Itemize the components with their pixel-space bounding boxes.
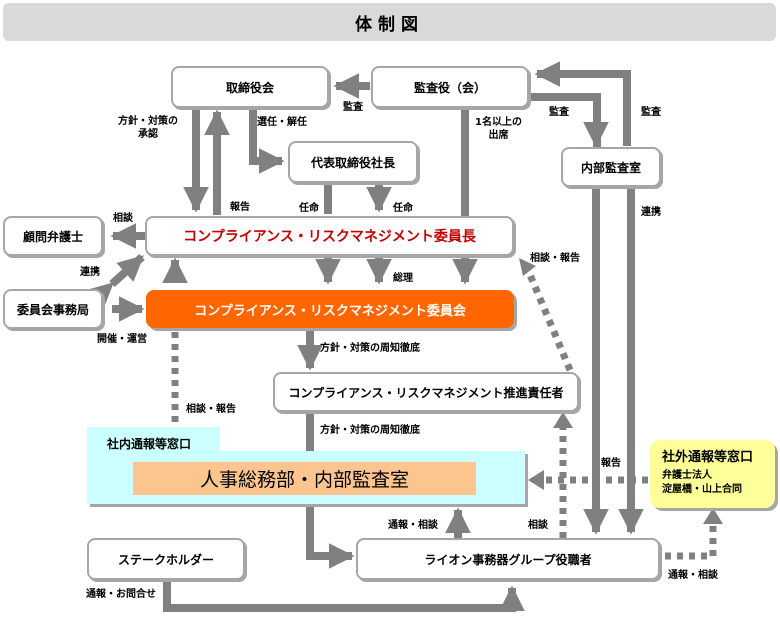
label-policy-notice-2: 方針・対策の周知徹底: [320, 425, 420, 436]
node-promoter: コンプライアンス・リスクマネジメント推進責任者: [273, 372, 579, 412]
label-whistle-consult-external: 通報・相談: [668, 570, 718, 581]
label-consult-report-chair: 相談・報告: [530, 253, 580, 264]
node-committee-chair-label: コンプライアンス・リスクマネジメント委員長: [183, 229, 476, 245]
node-lawyer-label: 顧問弁護士: [22, 229, 83, 244]
label-appoint-1: 任命: [299, 203, 319, 214]
arrow-stakeholders-to-employees: [163, 582, 525, 612]
arrow-internal-audit-to-auditors: [534, 61, 631, 146]
label-appoint-dismiss: 選任・解任: [257, 117, 307, 128]
node-employees-label: ライオン事務器グループ役職者: [424, 552, 592, 567]
arrow-auditors-to-internal-audit: [583, 121, 609, 148]
label-appoint-2: 任命: [393, 203, 413, 214]
node-internal-audit: 内部監査室: [561, 147, 661, 187]
label-consult-report-window: 相談・報告: [186, 404, 236, 415]
label-policy-notice-1: 方針・対策の周知徹底: [320, 343, 420, 354]
node-board-label: 取締役会: [225, 80, 274, 95]
internal-reporting-window: 社内通報等窓口 人事総務部・内部監査室: [87, 427, 525, 504]
diagram-title: 体制図: [3, 3, 776, 41]
node-auditors-label: 監査役（会）: [413, 80, 486, 95]
node-committee: コンプライアンス・リスクマネジメント委員会: [146, 290, 514, 328]
label-policy-approval: 方針・対策の 承認: [118, 116, 178, 140]
label-one-or-more: 1名以上の 出席: [475, 117, 522, 141]
node-stakeholders: ステークホルダー: [87, 538, 245, 580]
label-host-operate: 開催・運営: [97, 334, 147, 345]
label-audit-from-internal: 監査: [641, 107, 661, 118]
external-window-firm-line1: 弁護士法人: [662, 470, 712, 481]
label-cooperation-internal-audit: 連携: [641, 207, 661, 218]
node-stakeholders-label: ステークホルダー: [117, 552, 214, 567]
label-audit-board: 監査: [343, 102, 363, 113]
node-committee-chair: コンプライアンス・リスクマネジメント委員長: [145, 216, 514, 256]
node-secretariat-label: 委員会事務局: [16, 302, 89, 317]
label-report-board: 報告: [230, 202, 250, 213]
dotted-employees-to-external: [665, 518, 717, 560]
node-promoter-label: コンプライアンス・リスクマネジメント推進責任者: [288, 385, 564, 400]
node-auditors: 監査役（会）: [371, 66, 529, 108]
label-whistle-consult-internal: 通報・相談: [388, 520, 438, 531]
label-cooperation-secretariat: 連携: [80, 267, 100, 278]
node-employees: ライオン事務器グループ役職者: [356, 538, 660, 580]
arrow-secretariat-chair: [86, 254, 145, 309]
label-whistle-inquiry: 通報・お問合せ: [86, 589, 156, 600]
node-president-label: 代表取締役社長: [310, 155, 395, 170]
node-internal-audit-label: 内部監査室: [580, 160, 641, 175]
node-lawyer: 顧問弁護士: [3, 216, 103, 256]
internal-window-dept: 人事総務部・内部監査室: [133, 462, 476, 495]
dotted-promoter-to-chair: [524, 268, 574, 372]
label-consult-lawyer: 相談: [113, 213, 133, 224]
internal-window-label: 社内通報等窓口: [107, 437, 192, 451]
external-window-label: 社外通報等窓口: [662, 450, 754, 465]
arrow-board-to-president: [249, 108, 285, 174]
node-president: 代表取締役社長: [288, 141, 418, 183]
label-audit-internal: 監査: [549, 107, 569, 118]
label-report-external: 報告: [601, 458, 621, 469]
node-board: 取締役会: [171, 66, 329, 108]
node-committee-label: コンプライアンス・リスクマネジメント委員会: [194, 303, 466, 319]
label-consult-promoter: 相談: [528, 520, 548, 531]
label-oversee: 総理: [393, 273, 413, 284]
external-reporting-window: 社外通報等窓口 弁護士法人 淀屋橋・山上合同: [650, 440, 775, 508]
node-secretariat: 委員会事務局: [3, 289, 103, 329]
external-window-firm-line2: 淀屋橋・山上合同: [662, 484, 742, 495]
